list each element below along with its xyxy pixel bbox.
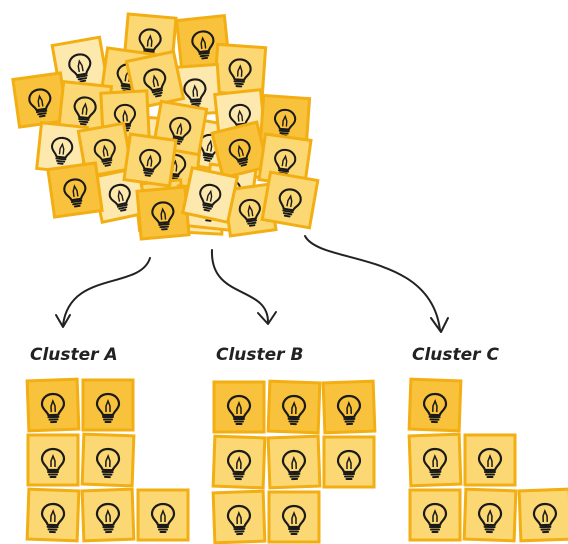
- idea-pile: [11, 12, 320, 241]
- idea-card: [517, 487, 568, 543]
- idea-card: [408, 488, 462, 542]
- idea-card: [122, 132, 178, 188]
- arrowhead-icon: [257, 311, 277, 325]
- arrowhead-icon: [430, 317, 449, 333]
- cluster-b-label: Cluster B: [216, 345, 304, 365]
- grouping-arrows: [55, 235, 449, 333]
- cluster-c-label: Cluster C: [412, 345, 499, 365]
- idea-card: [322, 435, 376, 489]
- arrow-icon: [210, 249, 269, 323]
- idea-card: [136, 488, 190, 542]
- idea-card: [266, 434, 322, 490]
- cluster-groups: [25, 377, 568, 544]
- cluster-b-cards: [211, 379, 377, 544]
- arrow-icon: [62, 257, 151, 326]
- idea-card: [321, 379, 377, 435]
- idea-card: [210, 120, 270, 180]
- arrowhead-icon: [55, 314, 71, 328]
- cluster-a-label: Cluster A: [30, 345, 118, 365]
- idea-card: [260, 170, 320, 230]
- idea-card: [81, 378, 135, 432]
- idea-card: [462, 487, 518, 543]
- idea-card: [407, 377, 463, 433]
- idea-card: [211, 489, 267, 544]
- cluster-a-cards: [25, 377, 190, 543]
- idea-card: [46, 161, 104, 219]
- idea-card: [211, 434, 267, 490]
- idea-card: [80, 432, 136, 488]
- idea-card: [407, 432, 463, 488]
- idea-card: [26, 433, 80, 487]
- idea-card: [267, 490, 321, 544]
- cluster-c-cards: [407, 377, 568, 543]
- idea-card: [25, 377, 81, 433]
- idea-card: [266, 379, 322, 435]
- idea-card: [212, 42, 268, 98]
- idea-card: [463, 433, 517, 487]
- arrow-icon: [304, 235, 441, 331]
- idea-card: [25, 487, 81, 543]
- idea-card: [180, 165, 240, 225]
- idea-card: [212, 380, 266, 434]
- idea-card: [80, 487, 136, 543]
